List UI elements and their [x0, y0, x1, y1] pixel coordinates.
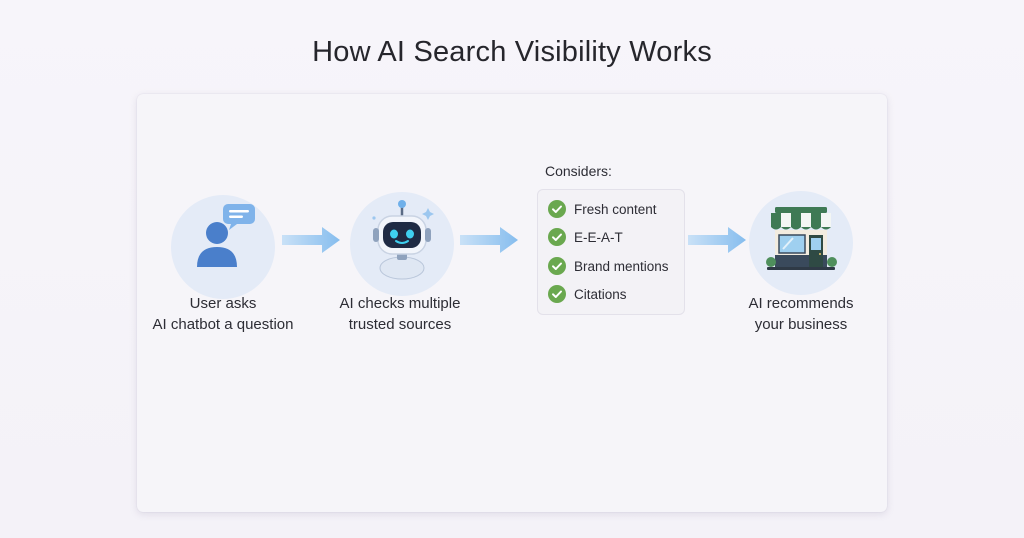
considers-title: Considers:: [545, 163, 612, 179]
checklist-item: Citations: [548, 284, 627, 304]
checklist-item-label: E-E-A-T: [574, 229, 623, 245]
step-robot-label: AI checks multiple trusted sources: [300, 293, 500, 335]
storefront-icon: [766, 207, 837, 270]
step-store-label: AI recommends your business: [701, 293, 901, 335]
step-store-label-line2: your business: [754, 316, 848, 333]
check-icon: [548, 257, 566, 275]
arrow-right-icon: [688, 227, 746, 253]
diagram-card: [137, 94, 887, 512]
arrow-right-icon: [460, 227, 518, 253]
step-robot-label-line1: AI checks multiple: [339, 295, 461, 312]
considers-checklist: Fresh content E-E-A-T Brand mentions Cit…: [537, 189, 685, 315]
step-user-circle: [171, 195, 275, 299]
checklist-item: Fresh content: [548, 199, 657, 219]
robot-icon: [372, 200, 434, 280]
check-icon: [548, 285, 566, 303]
step-user-label-line2: AI chatbot a question: [152, 316, 294, 333]
step-robot-label-line2: trusted sources: [348, 316, 452, 333]
step-store-label-line1: AI recommends: [748, 295, 854, 312]
check-icon: [548, 200, 566, 218]
checklist-item-label: Fresh content: [574, 201, 657, 217]
checklist-item: E-E-A-T: [548, 227, 623, 247]
user-chat-icon: [197, 204, 255, 267]
page-title: How AI Search Visibility Works: [312, 36, 712, 68]
step-user-label: User asks AI chatbot a question: [123, 293, 323, 335]
check-icon: [548, 228, 566, 246]
step-store-circle: [749, 191, 853, 295]
step-robot-circle: [350, 192, 454, 296]
checklist-item-label: Brand mentions: [574, 258, 669, 274]
arrow-right-icon: [282, 227, 340, 253]
checklist-item: Brand mentions: [548, 256, 669, 276]
step-user-label-line1: User asks: [189, 295, 257, 312]
checklist-item-label: Citations: [574, 286, 627, 302]
